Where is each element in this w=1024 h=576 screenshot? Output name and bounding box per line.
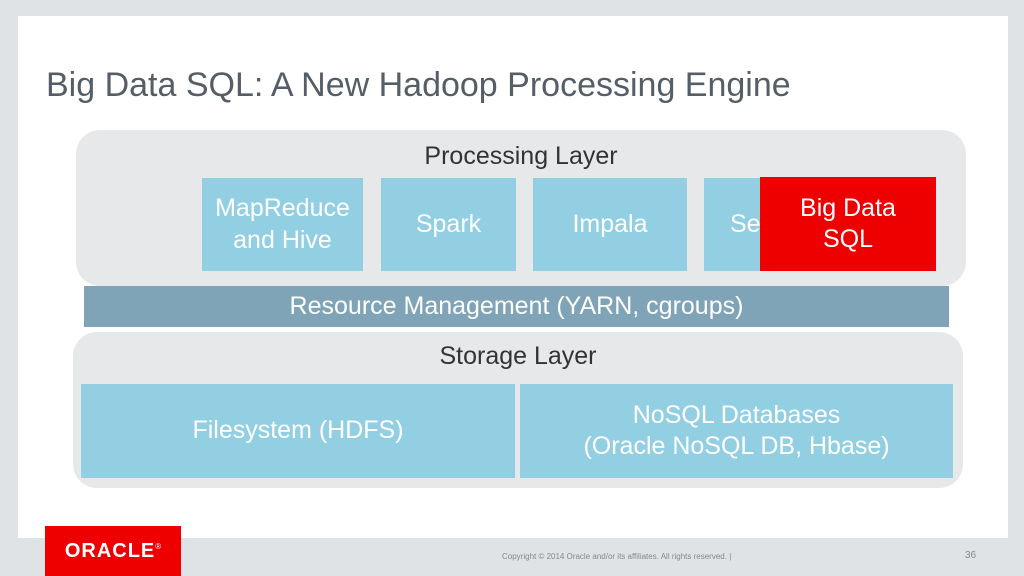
nosql-databases-box: NoSQL Databases (Oracle NoSQL DB, Hbase) <box>520 384 953 478</box>
impala-box: Impala <box>533 178 687 271</box>
filesystem-hdfs-box: Filesystem (HDFS) <box>81 384 515 478</box>
spark-label: Spark <box>415 209 482 238</box>
oracle-logo: ORACLE® <box>45 526 181 576</box>
nosql-label: NoSQL Databases <box>632 400 841 429</box>
resource-management-bar: Resource Management (YARN, cgroups) <box>84 286 949 327</box>
mapreduce-label: MapReduce <box>215 194 350 223</box>
hive-label: and Hive <box>233 225 332 254</box>
mapreduce-hive-box: MapReduce and Hive <box>202 178 363 271</box>
big-data-sql-box: Big Data SQL <box>760 177 936 271</box>
sql-label: SQL <box>822 225 873 253</box>
registered-mark: ® <box>155 541 162 551</box>
storage-layer-title: Storage Layer <box>439 342 597 370</box>
spark-box: Spark <box>381 178 516 271</box>
page-title: Big Data SQL: A New Hadoop Processing En… <box>46 66 791 104</box>
copyright-text: Copyright © 2014 Oracle and/or its affil… <box>502 552 732 561</box>
big-data-label: Big Data <box>800 193 896 222</box>
oracle-logo-text: ORACLE <box>64 539 156 562</box>
page-number: 36 <box>965 550 977 561</box>
processing-layer-title: Processing Layer <box>424 142 618 170</box>
nosql-sublabel: (Oracle NoSQL DB, Hbase) <box>583 432 890 460</box>
impala-label: Impala <box>572 209 648 238</box>
filesystem-label: Filesystem (HDFS) <box>192 416 404 445</box>
search-label-partial: Se <box>730 209 761 238</box>
